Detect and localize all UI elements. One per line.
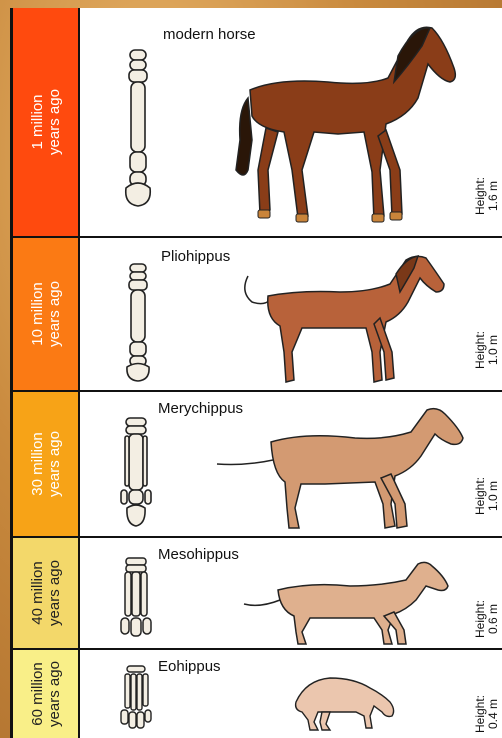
height-annotation: Height: 1.0 m [474, 320, 500, 380]
age-line1: 10 million [29, 281, 46, 347]
stage-panel: Eohippus [80, 650, 502, 738]
age-band: 1 million years ago [13, 8, 80, 236]
horse-evolution-chart: 1 million years ago modern horse [10, 8, 502, 738]
species-name: Pliohippus [161, 248, 230, 265]
age-line1: 30 million [29, 431, 46, 497]
age-label: 60 million years ago [29, 661, 63, 727]
stage-modern-horse: 1 million years ago modern horse [10, 8, 502, 236]
age-line1: 40 million [29, 560, 46, 626]
height-value: 0.4 m [487, 695, 500, 733]
age-line2: years ago [46, 560, 63, 626]
stage-eohippus: 60 million years ago Eohippus [10, 650, 502, 738]
age-line2: years ago [46, 89, 63, 155]
height-value: 1.0 m [487, 331, 500, 369]
age-band: 10 million years ago [13, 238, 80, 390]
height-annotation: Height: 0.6 m [474, 594, 500, 644]
height-value: 1.6 m [487, 177, 500, 215]
age-line1: 60 million [29, 661, 46, 727]
foot-bone-icon [116, 556, 156, 646]
stage-panel: Merychippus [80, 392, 502, 536]
species-name: Eohippus [158, 658, 221, 675]
stage-mesohippus: 40 million years ago Mesohippus [10, 538, 502, 648]
age-label: 30 million years ago [29, 431, 63, 497]
foot-bone-icon [116, 414, 156, 532]
height-value: 1.0 m [487, 477, 500, 515]
height-annotation: Height: 0.4 m [474, 692, 500, 736]
age-line1: 1 million [29, 89, 46, 155]
age-line2: years ago [46, 281, 63, 347]
species-name: Mesohippus [158, 546, 239, 563]
age-label: 1 million years ago [29, 89, 63, 155]
height-value: 0.6 m [487, 600, 500, 638]
age-label: 10 million years ago [29, 281, 63, 347]
stage-panel: Pliohippus [80, 238, 502, 390]
age-band: 40 million years ago [13, 538, 80, 648]
age-line2: years ago [46, 661, 63, 727]
merychippus-figure [215, 404, 465, 532]
eohippus-figure [290, 672, 400, 732]
mesohippus-figure [240, 556, 450, 646]
pliohippus-figure [230, 252, 450, 387]
height-annotation: Height: 1.0 m [474, 466, 500, 526]
stage-merychippus: 30 million years ago Merychippus [10, 392, 502, 536]
age-band: 30 million years ago [13, 392, 80, 536]
stage-panel: Mesohippus [80, 538, 502, 648]
foot-bone-icon [118, 46, 158, 216]
stage-panel: modern horse [80, 8, 502, 236]
modern-horse-figure [218, 20, 468, 230]
age-line2: years ago [46, 431, 63, 497]
age-label: 40 million years ago [29, 560, 63, 626]
foot-bone-icon [118, 664, 154, 736]
age-band: 60 million years ago [13, 650, 80, 738]
foot-bone-icon [118, 260, 158, 384]
stage-pliohippus: 10 million years ago Pliohippus [10, 238, 502, 390]
height-annotation: Height: 1.6 m [474, 166, 500, 226]
